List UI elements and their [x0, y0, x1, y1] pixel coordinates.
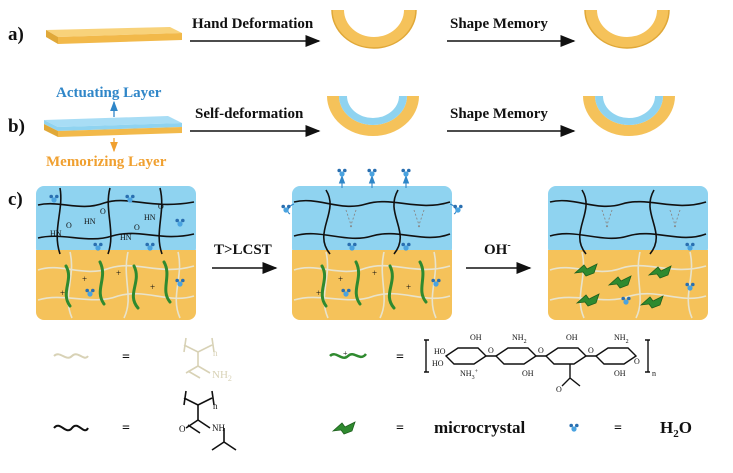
svg-text:+: + [150, 282, 155, 292]
network-panel-1: HNO HNO HNO HNO ++ ++ [36, 186, 196, 320]
pam-n: n [213, 348, 218, 358]
svg-text:+: + [372, 268, 377, 278]
hand-deformation-label: Hand Deformation [192, 16, 314, 32]
svg-text:HN: HN [50, 229, 62, 238]
svg-text:+: + [116, 268, 121, 278]
svg-text:O: O [538, 346, 544, 355]
row-b-label: b) [8, 116, 25, 137]
svg-text:O: O [634, 357, 640, 366]
legend-eq-chitosan: = [396, 350, 404, 365]
water-symbol [569, 423, 579, 432]
actuating-layer-label: Actuating Layer [56, 85, 162, 101]
oh-label: OH- [484, 240, 511, 258]
legend-eq-pnipam: = [122, 421, 130, 436]
svg-text:+: + [316, 288, 321, 298]
pnipam-structure [183, 390, 237, 451]
row-b: b) Actuating Layer Memorizing Layer Self… [8, 85, 675, 170]
pnipam-nh: NH [212, 423, 225, 433]
row-a-label: a) [8, 24, 24, 45]
svg-text:NH2: NH2 [512, 333, 527, 345]
shape-memory-label-a: Shape Memory [450, 16, 548, 32]
legend-eq-pam: = [122, 350, 130, 365]
svg-text:O: O [488, 346, 494, 355]
svg-text:+: + [82, 274, 87, 284]
svg-text:O: O [100, 207, 106, 216]
oh-sup: - [507, 240, 510, 251]
row-c: c) [8, 168, 708, 320]
water-label: H2O [660, 418, 692, 440]
pam-nh2: NH2 [212, 369, 232, 383]
pam-chain-symbol [53, 353, 89, 359]
chitosan-symbol-plus: + [343, 349, 348, 358]
u-shape-a2 [584, 9, 670, 49]
svg-text:O: O [134, 223, 140, 232]
svg-text:OH: OH [566, 333, 578, 342]
svg-text:HO: HO [432, 359, 444, 368]
svg-text:+: + [338, 274, 343, 284]
svg-text:NH2: NH2 [614, 333, 629, 345]
svg-text:+: + [406, 282, 411, 292]
flat-bar-a [46, 27, 182, 44]
pam-structure [183, 337, 215, 379]
shape-memory-label-b: Shape Memory [450, 106, 548, 122]
microcrystal-label: microcrystal [434, 418, 526, 437]
svg-text:HN: HN [84, 217, 96, 226]
bilayer-bar [44, 116, 182, 137]
oh-base: OH [484, 242, 508, 258]
memorizing-layer-label: Memorizing Layer [46, 154, 167, 170]
lcst-label: T>LCST [214, 242, 272, 258]
legend-eq-microcrystal: = [396, 421, 404, 436]
svg-text:+: + [60, 288, 65, 298]
legend: = n NH2 = n O NH + = [53, 333, 692, 451]
svg-text:O: O [66, 221, 72, 230]
svg-text:O: O [158, 202, 164, 211]
legend-eq-water: = [614, 421, 622, 436]
row-c-label: c) [8, 189, 23, 210]
svg-text:OH: OH [522, 369, 534, 378]
pnipam-n: n [213, 401, 218, 411]
svg-text:O: O [556, 385, 562, 394]
chitosan-chain-symbol [329, 353, 367, 359]
svg-text:HO: HO [434, 347, 446, 356]
svg-text:NH3+: NH3+ [460, 369, 479, 381]
pnipam-o: O [179, 424, 186, 434]
svg-text:n: n [652, 369, 656, 378]
svg-text:OH: OH [470, 333, 482, 342]
svg-text:HN: HN [144, 213, 156, 222]
row-a: a) Hand Deformation Shape Memory [8, 9, 670, 49]
svg-text:OH: OH [614, 369, 626, 378]
pnipam-chain-symbol [53, 424, 89, 432]
svg-text:O: O [588, 346, 594, 355]
network-panel-3 [548, 186, 708, 320]
microcrystal-symbol [332, 421, 356, 435]
u-shape-b2 [583, 96, 675, 136]
u-shape-a1 [331, 9, 417, 49]
chitosan-structure: OH HO HO NH3+ O NH2 OH O OH O O NH2 OH O… [424, 333, 656, 394]
u-shape-b1 [327, 96, 419, 136]
network-panel-2: + + + + [281, 168, 463, 320]
self-deformation-label: Self-deformation [195, 106, 304, 122]
svg-text:HN: HN [120, 233, 132, 242]
